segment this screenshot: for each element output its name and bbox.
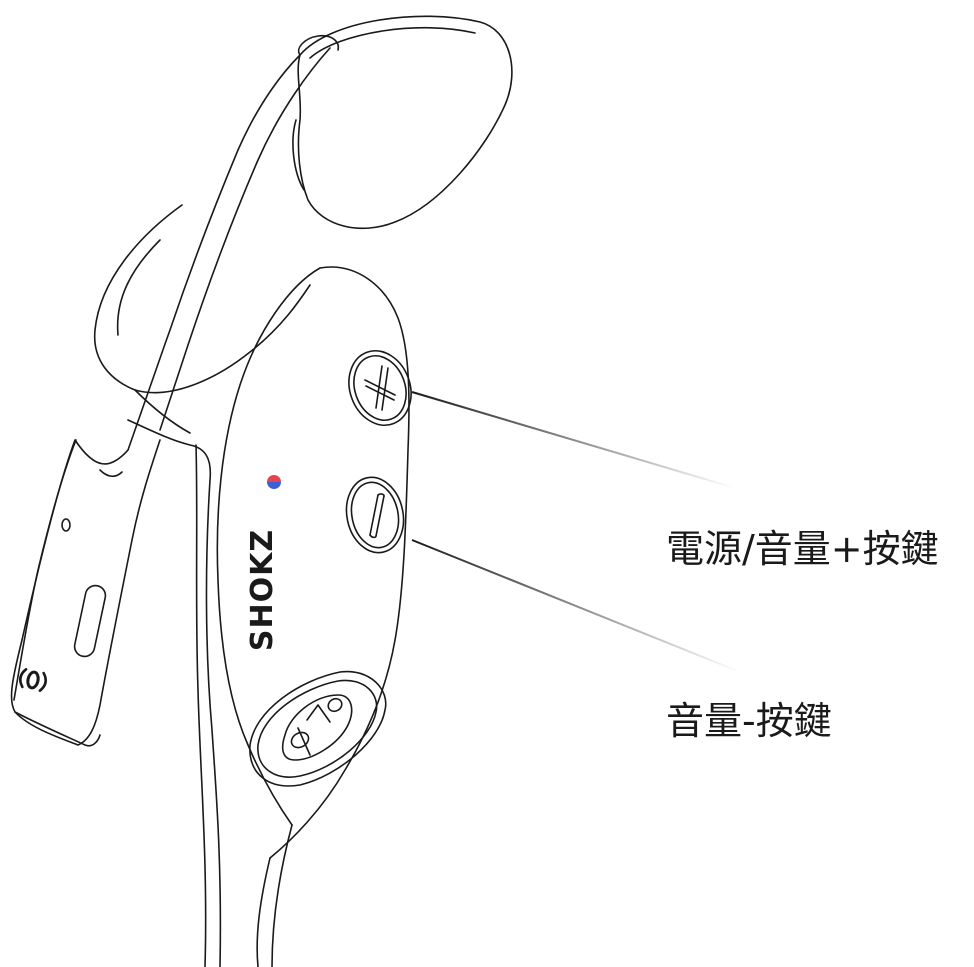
shokz-logo: SHOKZ	[245, 529, 280, 651]
mic-pinhole	[61, 518, 71, 532]
ear-pad-inner	[309, 26, 476, 59]
plus-icon	[364, 365, 396, 411]
neckband-lower	[256, 857, 271, 967]
ear-pad	[297, 15, 513, 230]
body-top-fold	[134, 389, 191, 434]
body-left-edge	[127, 419, 222, 967]
leader-line-power	[411, 391, 736, 489]
sound-wave-icon	[18, 668, 48, 692]
label-power-volume-up: 電源/音量+按鍵	[666, 527, 939, 571]
hook-arm-inner	[159, 47, 331, 431]
body-inner-edge	[216, 267, 321, 826]
ear-pad-edge	[292, 119, 305, 191]
minus-icon	[369, 493, 385, 539]
ear-pad-rim	[298, 34, 340, 56]
plus-button	[348, 350, 412, 426]
left-arm-bottom	[14, 711, 101, 747]
neckband-lower-2	[271, 824, 293, 967]
label-volume-down: 音量-按鍵	[666, 699, 832, 743]
left-arm-face	[99, 469, 123, 478]
bottom-connector	[249, 670, 387, 787]
left-arm-inner	[13, 439, 77, 701]
led-indicator	[267, 475, 281, 489]
behind-ear-curve-2	[116, 239, 161, 336]
leader-line-volume-down	[411, 539, 741, 673]
behind-ear-curve	[93, 204, 183, 391]
shokz-logo-text: SHOKZ	[245, 529, 280, 651]
charging-port	[73, 584, 107, 658]
minus-button	[345, 476, 405, 554]
behind-ear-curve-3	[134, 284, 311, 394]
hook-arm-outer	[127, 54, 301, 451]
body-outline	[269, 266, 410, 859]
body-left-edge-2	[195, 444, 207, 967]
